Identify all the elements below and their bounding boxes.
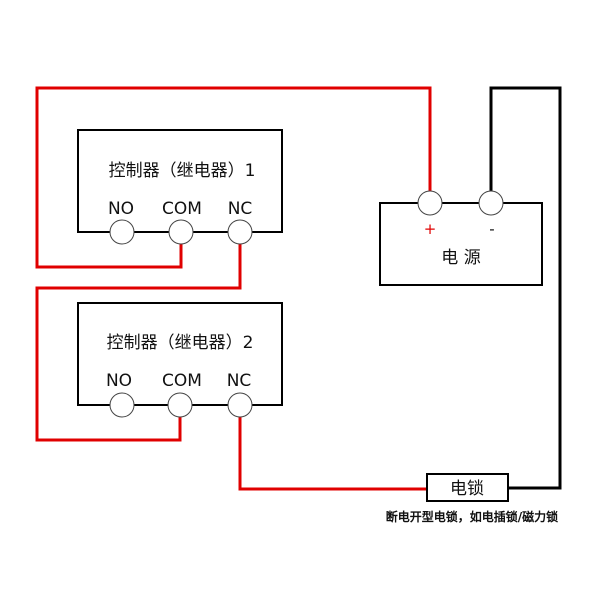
controller-1-nc-label: NC (228, 199, 253, 219)
controller-1-no-label: NO (108, 199, 134, 219)
controller-1-box (77, 129, 283, 233)
terminal-no-2 (109, 392, 135, 418)
terminal-com-2 (167, 392, 193, 418)
lock-title: 电锁 (450, 479, 484, 499)
controller-2-title: 控制器（继电器）2 (107, 333, 254, 353)
power-supply-title: 电 源 (441, 248, 480, 268)
controller-1: 控制器（继电器）1 NO COM NC (77, 129, 283, 245)
controller-1-com-label: COM (162, 199, 202, 219)
power-supply-box (379, 202, 543, 286)
terminal-nc-2 (227, 392, 253, 418)
wire-nc1-to-com2 (35, 244, 242, 442)
lock-caption: 断电开型电锁，如电插锁/磁力锁 (386, 509, 558, 524)
controller-2-box (77, 302, 283, 406)
controller-1-title: 控制器（继电器）1 (109, 161, 256, 181)
terminal-nc-1 (227, 219, 253, 245)
controller-2-no-label: NO (106, 371, 132, 391)
terminal-plus (417, 190, 443, 216)
terminal-minus (478, 190, 504, 216)
power-supply: + - 电 源 (379, 190, 543, 286)
terminal-com-1 (168, 219, 194, 245)
controller-2-com-label: COM (162, 371, 202, 391)
controller-2-nc-label: NC (227, 371, 252, 391)
minus-label: - (489, 220, 494, 238)
plus-label: + (424, 220, 437, 238)
terminal-no-1 (109, 219, 135, 245)
electric-lock: 电锁 断电开型电锁，如电插锁/磁力锁 (386, 473, 558, 524)
wire-power-minus-to-lock (489, 86, 562, 490)
controller-2: 控制器（继电器）2 NO COM NC (77, 302, 283, 418)
wire-com1-to-power-plus (35, 86, 432, 269)
lock-box (426, 473, 509, 502)
wire-nc2-to-lock (238, 417, 427, 491)
